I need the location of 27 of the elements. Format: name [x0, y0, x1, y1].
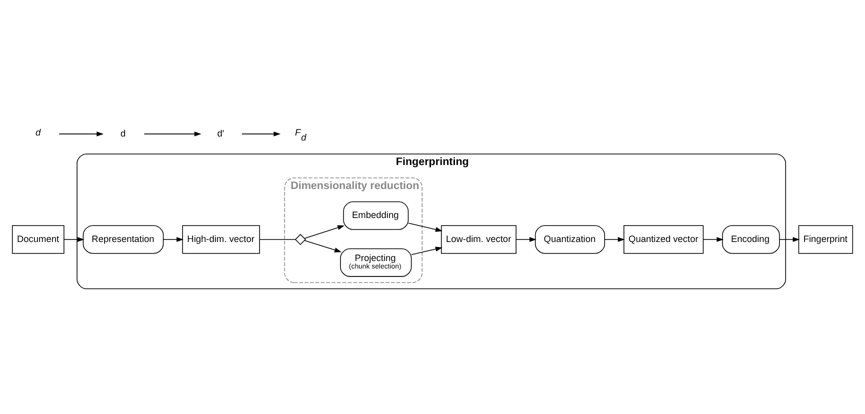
arrow	[304, 240, 342, 252]
arrow	[58, 131, 104, 136]
node-box: High-dim. vector	[182, 224, 260, 254]
arrow	[604, 236, 625, 242]
node-text: d	[35, 127, 41, 138]
arrow	[411, 246, 442, 254]
node-box: Low-dim. vector	[440, 224, 516, 254]
arrow	[304, 224, 344, 238]
arrow	[702, 236, 724, 242]
node-diamond	[294, 233, 306, 245]
node-box: Fingerprint	[798, 224, 854, 254]
node-box: Embedding	[343, 200, 409, 230]
arrow	[779, 236, 800, 242]
node-box: Encoding	[722, 224, 780, 254]
arrow	[408, 222, 442, 232]
node-box: Representation	[82, 224, 164, 254]
arrow	[516, 236, 536, 242]
arrow	[242, 131, 281, 136]
arrow	[144, 131, 202, 136]
node-text: d'	[217, 128, 224, 138]
node-text: d	[120, 128, 126, 138]
node-box: Document	[12, 224, 64, 254]
arrow	[64, 236, 84, 242]
node-box: Quantized vector	[624, 224, 704, 254]
connector	[259, 238, 296, 240]
node-box: Quantization	[534, 224, 606, 254]
arrow	[163, 236, 184, 242]
